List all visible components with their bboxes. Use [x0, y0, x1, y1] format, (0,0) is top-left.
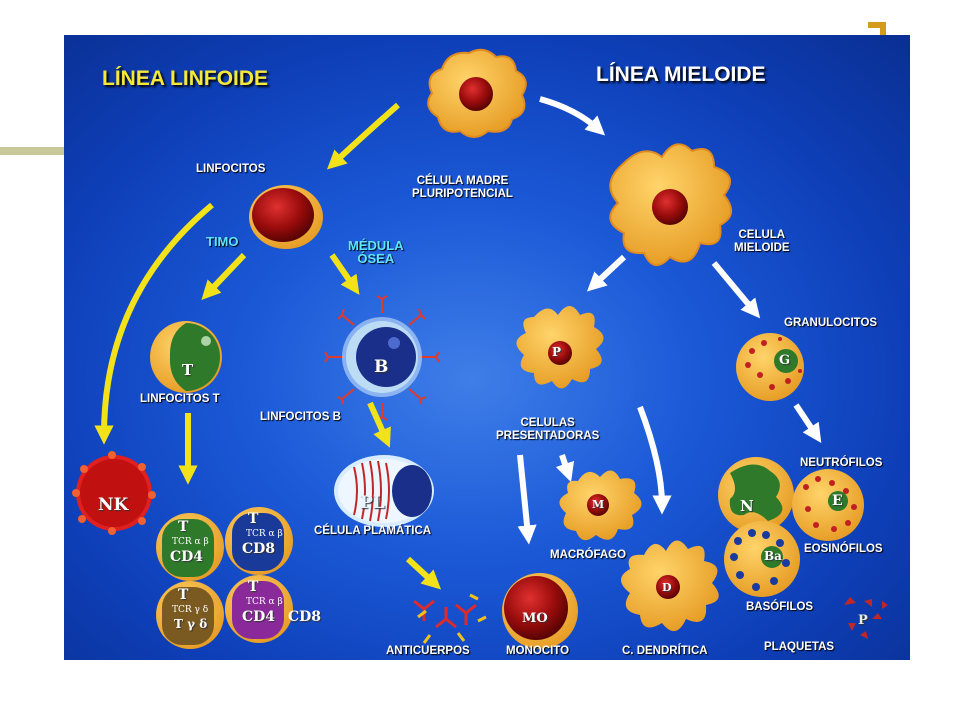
d-letter: D	[662, 581, 672, 594]
label-granulocytes: GRANULOCITOS	[784, 317, 878, 329]
b-letter: B	[374, 357, 389, 377]
t-cd4-cd8-letter: T	[248, 579, 259, 595]
macrophage-cell	[559, 470, 642, 541]
label-b-lymphocytes: LINFOCITOS B	[260, 411, 341, 423]
eosinophil-cell	[792, 469, 864, 541]
ba-letter: Ba	[764, 549, 782, 563]
t-cd8-label: CD8	[242, 541, 276, 557]
t-cell-subsets	[156, 507, 293, 649]
t-cd8-letter: T	[248, 511, 259, 527]
m-letter: M	[592, 498, 605, 511]
title-lymphoid: LÍNEA LINFOIDE	[102, 67, 269, 90]
t-lymphocyte-cell	[150, 321, 222, 393]
n-letter: N	[740, 497, 754, 515]
label-macrophage: MACRÓFAGO	[550, 549, 627, 561]
mo-letter: MO	[522, 611, 548, 626]
label-dendritic: C. DENDRÍTICA	[622, 645, 708, 657]
granulocyte-cell	[736, 333, 804, 401]
t-gd-tcr: TCR γ δ	[172, 605, 209, 615]
lymphocyte-cell	[249, 185, 323, 249]
nk-cell	[72, 451, 156, 535]
plasma-cell	[334, 455, 434, 527]
b-lymphocyte-cell	[324, 295, 440, 421]
label-thymus: TIMO	[206, 234, 239, 249]
stem-cell	[427, 48, 527, 138]
label-basophils: BASÓFILOS	[746, 601, 814, 613]
lymphoid-arrows	[94, 102, 442, 590]
t-letter: T	[182, 361, 194, 379]
platelets	[844, 597, 888, 639]
t-gd-label: T γ δ	[174, 617, 208, 631]
diagram-graphics	[72, 48, 888, 649]
label-plasma-cell: CÉLULA PLAMÁTICA	[314, 525, 432, 537]
pl-letter: PL	[360, 493, 385, 513]
t-cd4-tcr: TCR α β	[172, 537, 209, 547]
basophil-cell	[724, 521, 800, 597]
myeloid-arrows	[517, 96, 822, 545]
myeloid-cell	[609, 143, 732, 266]
label-platelets: PLAQUETAS	[764, 641, 835, 653]
e-letter: E	[832, 493, 843, 509]
label-antibodies: ANTICUERPOS	[386, 645, 470, 657]
antibodies	[413, 593, 487, 644]
hematopoiesis-diagram: LÍNEA LINFOIDE LÍNEA MIELOIDE CÉLULA MAD…	[64, 35, 910, 660]
label-eosinophils: EOSINÓFILOS	[804, 543, 883, 555]
t-cd4-letter: T	[178, 519, 189, 535]
t-cd4-cd8-label: CD4	[242, 609, 276, 625]
t-cd4-cd8-tcr: TCR α β	[246, 597, 283, 607]
platelet-letter: P	[858, 613, 868, 628]
label-neutrophils: NEUTRÓFILOS	[800, 457, 883, 469]
cd8-external-label: CD8	[288, 609, 322, 625]
t-cd4-label: CD4	[170, 549, 204, 565]
label-t-lymphocytes: LINFOCITOS T	[140, 393, 220, 405]
nk-letter: NK	[98, 495, 129, 515]
decorative-corner	[868, 22, 886, 38]
g-letter: G	[779, 353, 791, 368]
label-monocyte: MONOCITO	[506, 645, 570, 657]
monocyte-cell	[502, 573, 578, 649]
neutrophil-cell	[718, 457, 794, 533]
decorative-bar	[0, 147, 64, 155]
p-letter: P	[552, 345, 562, 359]
dendritic-cell	[621, 540, 719, 632]
t-gd-letter: T	[178, 587, 189, 603]
t-cd8-tcr: TCR α β	[246, 529, 283, 539]
presenting-cell	[516, 306, 604, 389]
title-myeloid: LÍNEA MIELOIDE	[596, 63, 766, 86]
label-lymphocytes: LINFOCITOS	[196, 163, 266, 175]
